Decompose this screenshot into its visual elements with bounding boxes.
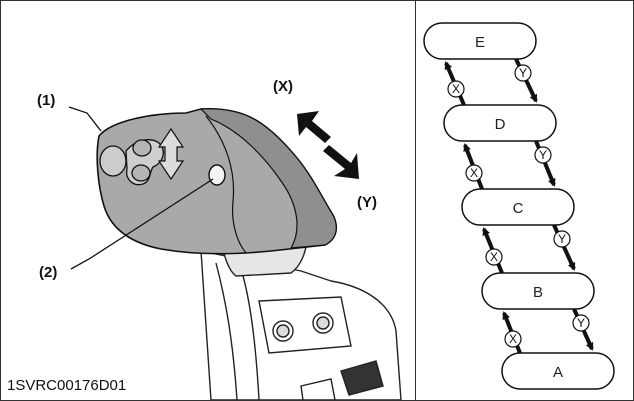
up-down-arrow-icon <box>157 127 185 181</box>
mark-y-4: Y <box>572 314 590 332</box>
control-column <box>200 250 402 400</box>
callout-lever-label: (1) <box>37 92 55 109</box>
svg-text:Y: Y <box>539 148 547 162</box>
mark-y-3: Y <box>553 230 571 248</box>
mark-x-2: X <box>465 164 483 182</box>
thumb-switch <box>99 139 164 186</box>
state-diagram: E D C B A <box>423 22 615 390</box>
leader-line-button <box>70 178 214 270</box>
mark-x-4: X <box>504 330 522 348</box>
svg-text:Y: Y <box>577 316 585 330</box>
svg-text:Y: Y <box>558 232 566 246</box>
direction-x-label: (X) <box>273 78 293 95</box>
mark-x-1: X <box>447 80 465 98</box>
direction-arrow-y-icon <box>323 145 359 179</box>
state-e: E <box>423 22 537 60</box>
mark-y-2: Y <box>534 146 552 164</box>
lever-side-face <box>199 108 337 249</box>
state-b: B <box>481 272 595 310</box>
svg-text:Y: Y <box>519 66 527 80</box>
lever-illustration-panel: (1) (2) (X) (Y) 1SVRC00176D01 <box>1 1 415 400</box>
svg-text:X: X <box>470 166 478 180</box>
state-c-label: C <box>513 200 524 217</box>
state-b-label: B <box>533 284 543 301</box>
mark-x-3: X <box>485 248 503 266</box>
state-a: A <box>501 352 615 390</box>
state-d-label: D <box>495 116 506 133</box>
state-diagram-panel: E D C B A <box>416 1 633 400</box>
state-d: D <box>443 104 557 142</box>
mark-y-1: Y <box>514 64 532 82</box>
direction-arrow-x-icon <box>297 111 331 143</box>
callout-button-label: (2) <box>39 264 57 281</box>
lever-button <box>208 164 226 186</box>
state-c: C <box>461 188 575 226</box>
svg-text:X: X <box>452 82 460 96</box>
state-e-label: E <box>475 34 485 51</box>
panel-divider <box>415 1 416 400</box>
lever-illustration: (1) (2) (X) (Y) <box>37 78 402 400</box>
svg-text:X: X <box>509 332 517 346</box>
leader-line-lever <box>68 106 102 132</box>
svg-text:X: X <box>490 250 498 264</box>
direction-y-label: (Y) <box>357 194 377 211</box>
figure-code: 1SVRC00176D01 <box>7 377 127 394</box>
state-a-label: A <box>553 364 563 381</box>
